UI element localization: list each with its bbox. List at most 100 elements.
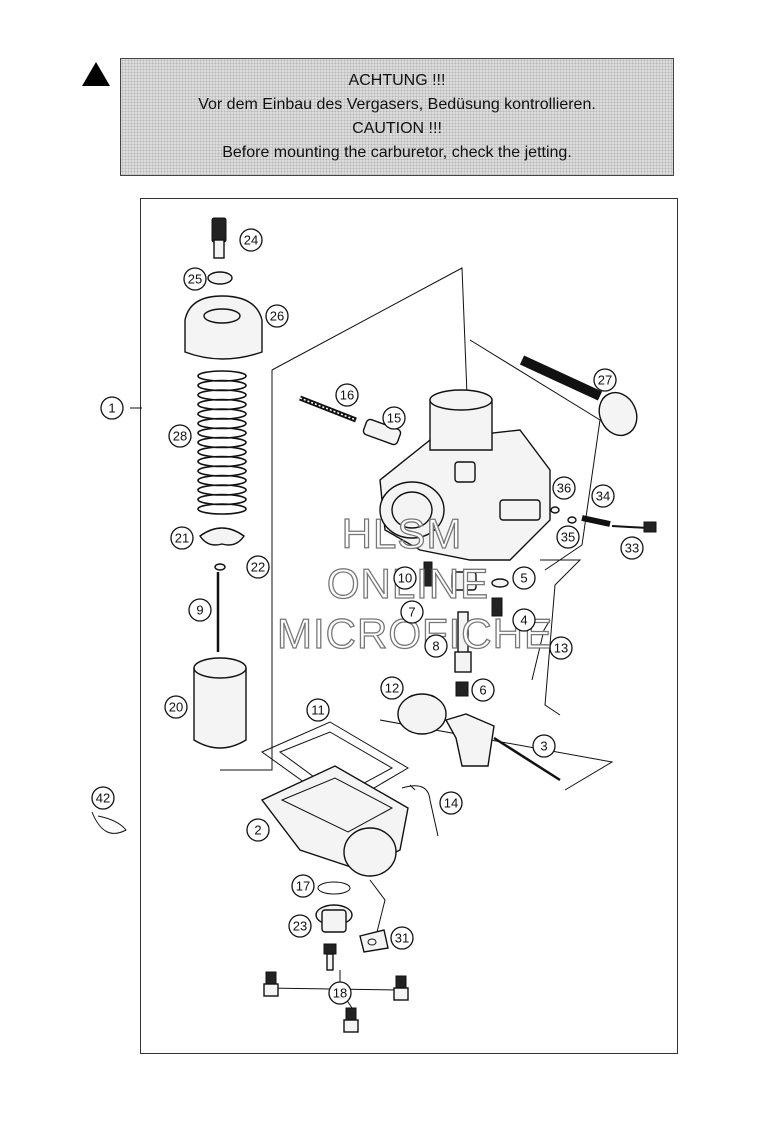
warning-line-3: CAUTION !!! bbox=[352, 120, 442, 137]
callout-13: 13 bbox=[549, 636, 573, 660]
part-8-needle-jet bbox=[454, 611, 472, 673]
spring-coil bbox=[197, 398, 247, 411]
spring-coil bbox=[197, 370, 247, 382]
part-23-drain-plug bbox=[315, 904, 353, 933]
part-17-o-ring bbox=[317, 881, 351, 895]
spring-coil bbox=[197, 503, 247, 515]
callout-3: 3 bbox=[532, 734, 556, 758]
part-14-hose bbox=[401, 785, 439, 837]
svg-text:4: 4 bbox=[520, 613, 527, 628]
part-2-float-bowl bbox=[260, 765, 409, 877]
part-36-washer bbox=[550, 506, 560, 514]
spring-coil bbox=[197, 436, 247, 449]
callout-1: 1 bbox=[100, 396, 124, 420]
callout-group: 1 2 3 4 5 6 7 8 9 10 11 12 13 14 15 16 1… bbox=[91, 228, 644, 1005]
spring-coil bbox=[197, 474, 247, 487]
part-33-idle-screw bbox=[611, 521, 657, 533]
callout-7: 7 bbox=[400, 600, 424, 624]
assembly-guide-lines bbox=[130, 267, 614, 1009]
callout-21: 21 bbox=[170, 526, 194, 550]
svg-text:7: 7 bbox=[408, 605, 415, 620]
svg-text:1: 1 bbox=[108, 401, 115, 416]
part-21-plate bbox=[199, 527, 245, 546]
svg-text:24: 24 bbox=[244, 233, 258, 248]
svg-text:26: 26 bbox=[270, 309, 284, 324]
svg-text:18: 18 bbox=[333, 986, 347, 1001]
svg-text:15: 15 bbox=[387, 411, 401, 426]
part-22-clip bbox=[214, 563, 226, 571]
svg-text:27: 27 bbox=[598, 373, 612, 388]
callout-2: 2 bbox=[246, 818, 270, 842]
callout-18: 18 bbox=[328, 981, 352, 1005]
part-12-float bbox=[397, 693, 495, 767]
watermark-line-1: HLSM bbox=[342, 510, 463, 557]
callout-36: 36 bbox=[552, 476, 576, 500]
part-31-washer bbox=[359, 929, 389, 953]
part-34-spring bbox=[581, 515, 611, 527]
svg-text:28: 28 bbox=[173, 429, 187, 444]
svg-text:3: 3 bbox=[540, 739, 547, 754]
part-4-pilot-jet bbox=[491, 597, 503, 617]
callout-25: 25 bbox=[183, 267, 207, 291]
svg-text:17: 17 bbox=[296, 879, 310, 894]
part-18-screws bbox=[263, 943, 409, 1033]
part-6-main-jet bbox=[455, 681, 469, 697]
callout-9: 9 bbox=[188, 598, 212, 622]
svg-text:33: 33 bbox=[625, 541, 639, 556]
svg-text:16: 16 bbox=[340, 388, 354, 403]
part-42-cable-tie bbox=[91, 811, 127, 834]
part-16-screw bbox=[299, 395, 357, 423]
svg-text:31: 31 bbox=[395, 931, 409, 946]
spring-coil bbox=[197, 455, 247, 468]
warning-line-1: ACHTUNG !!! bbox=[348, 72, 446, 89]
callout-42: 42 bbox=[91, 786, 115, 810]
part-24-adjuster-screw bbox=[211, 217, 227, 259]
svg-text:6: 6 bbox=[479, 683, 486, 698]
callout-27: 27 bbox=[593, 368, 617, 392]
callout-5: 5 bbox=[512, 566, 536, 590]
part-25-nut bbox=[207, 271, 233, 285]
spring-coil bbox=[197, 417, 247, 430]
part-35-ring bbox=[567, 516, 577, 524]
callout-10: 10 bbox=[393, 566, 417, 590]
callout-16: 16 bbox=[335, 383, 359, 407]
watermark: HLSM ONLINE MICROFICHE bbox=[276, 509, 553, 657]
callout-23: 23 bbox=[288, 914, 312, 938]
watermark-line-3: MICROFICHE bbox=[277, 610, 553, 657]
spring-coil bbox=[197, 408, 247, 420]
callout-35: 35 bbox=[556, 525, 580, 549]
spring-coil bbox=[197, 379, 247, 392]
svg-text:11: 11 bbox=[311, 703, 325, 718]
callout-34: 34 bbox=[591, 484, 615, 508]
callout-14: 14 bbox=[439, 791, 463, 815]
svg-text:9: 9 bbox=[196, 603, 203, 618]
callout-22: 22 bbox=[246, 555, 270, 579]
warning-line-4: Before mounting the carburetor, check th… bbox=[222, 144, 572, 161]
callout-26: 26 bbox=[265, 304, 289, 328]
svg-text:13: 13 bbox=[554, 641, 568, 656]
callout-15: 15 bbox=[382, 406, 406, 430]
svg-text:23: 23 bbox=[293, 919, 307, 934]
svg-text:2: 2 bbox=[254, 823, 261, 838]
callout-20: 20 bbox=[164, 695, 188, 719]
svg-text:5: 5 bbox=[520, 571, 527, 586]
svg-text:12: 12 bbox=[385, 681, 399, 696]
spring-coil bbox=[197, 484, 247, 496]
callout-4: 4 bbox=[512, 608, 536, 632]
callout-24: 24 bbox=[239, 228, 263, 252]
callout-33: 33 bbox=[620, 536, 644, 560]
callout-6: 6 bbox=[471, 678, 495, 702]
svg-text:14: 14 bbox=[444, 796, 458, 811]
svg-text:35: 35 bbox=[561, 530, 575, 545]
callout-8: 8 bbox=[424, 634, 448, 658]
part-10-jet bbox=[423, 561, 433, 587]
part-26-cap bbox=[184, 295, 263, 360]
warning-triangle-icon bbox=[82, 62, 110, 86]
part-27-choke-plunger bbox=[519, 355, 638, 437]
warning-box: ACHTUNG !!! Vor dem Einbau des Vergasers… bbox=[120, 58, 674, 176]
spring-coil bbox=[197, 493, 247, 506]
part-5-o-ring bbox=[491, 578, 509, 588]
svg-text:10: 10 bbox=[398, 571, 412, 586]
part-3-float-pin bbox=[493, 736, 561, 782]
